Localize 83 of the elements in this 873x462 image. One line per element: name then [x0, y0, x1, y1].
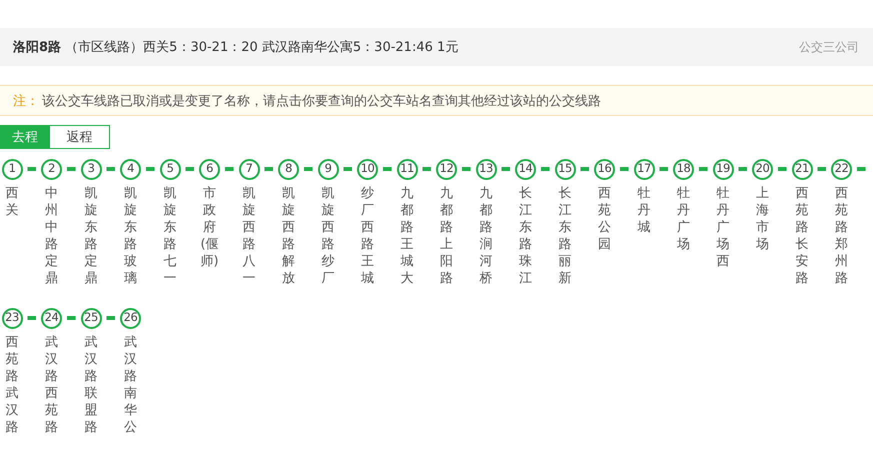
stop-number: 19	[712, 158, 734, 180]
route-dash	[146, 167, 154, 171]
stop-name: 市政府(偃师)	[200, 184, 220, 270]
stop-name: 凯旋东路七一	[162, 184, 178, 286]
stop-number: 1	[2, 158, 22, 180]
active-tab: 去程	[0, 125, 50, 149]
route-dash	[422, 167, 431, 171]
stop-number: 18	[673, 158, 694, 180]
tab: 返程	[50, 125, 110, 149]
stop-number: 3	[80, 158, 102, 180]
stop-number: 15	[554, 158, 576, 180]
route-dash	[186, 167, 194, 171]
stop-name: 牡丹广场西	[716, 184, 730, 270]
notice-label: 注：	[13, 92, 39, 110]
route-dash	[304, 167, 312, 171]
stop-number: 9	[318, 158, 338, 180]
stop-name: 长江东路丽新	[558, 184, 572, 286]
route-dash	[106, 316, 115, 320]
stop-number: 5	[160, 158, 180, 180]
stop-number: 22	[831, 158, 852, 180]
route-dash	[67, 316, 76, 320]
stop-name: 凯旋东路玻璃	[123, 184, 138, 286]
stop-name: 九都路涧河桥	[478, 184, 494, 286]
stop-number: 17	[634, 158, 654, 180]
stop-name: 西苑公园	[597, 184, 612, 252]
stop-number: 23	[2, 308, 22, 328]
stop-name: 九都路上阳路	[439, 184, 454, 286]
stop-name: 凯旋西路八一	[242, 184, 256, 286]
stop-number: 4	[120, 158, 141, 180]
route-dash	[67, 167, 76, 171]
route-dash	[106, 167, 115, 171]
route-dash	[344, 167, 352, 171]
route-dash	[660, 167, 668, 171]
route-dash	[28, 167, 36, 171]
stop-number: 12	[436, 158, 457, 180]
route-dash	[818, 167, 826, 171]
route-dash	[28, 316, 36, 320]
stop-name: 西关	[4, 184, 20, 218]
route-dash	[778, 167, 786, 171]
stop-number: 6	[199, 158, 220, 180]
stop-name: 中州中路定鼎	[44, 184, 59, 286]
stop-number: 25	[80, 308, 102, 328]
stop-number: 24	[41, 308, 62, 328]
stop-name: 九都路王城大	[400, 184, 414, 286]
route-dash	[580, 167, 589, 171]
stop-number: 13	[476, 158, 496, 180]
route-dash	[699, 167, 708, 171]
stop-name: 西苑路武汉路	[4, 334, 20, 436]
stop-number: 20	[752, 158, 773, 180]
stop-name: 凯旋西路解放	[281, 184, 296, 286]
route-dash	[620, 167, 628, 171]
stop-name: 武汉路南华公	[123, 334, 138, 436]
stop-name: 长江东路珠江	[518, 184, 533, 286]
stop-number: 8	[278, 158, 299, 180]
stop-name: 武汉路联盟路	[84, 334, 98, 436]
route-dash	[383, 167, 392, 171]
stop-name: 牡丹广场	[676, 184, 691, 252]
stop-name: 纱厂西路王城	[360, 184, 375, 286]
route-title: 洛阳8路 （市区线路）西关5：30-21：20 武汉路南华公寓5：30-21:46 1元	[13, 39, 458, 56]
stop-name: 凯旋西路纱厂	[320, 184, 336, 286]
stop-number: 16	[594, 158, 615, 180]
route-dash	[738, 167, 747, 171]
stop-name: 上海市场	[755, 184, 770, 252]
notice-text: 该公交车线路已取消或是变更了名称，请点击你要查询的公交车站名查询其他经过该站的公交线路	[42, 92, 601, 110]
route-dash	[264, 167, 273, 171]
stop-name: 牡丹城	[636, 184, 652, 236]
stop-name: 西苑路长安路	[794, 184, 810, 286]
stop-number: 11	[396, 158, 418, 180]
stop-number: 10	[357, 158, 378, 180]
route-dash	[502, 167, 510, 171]
operator-text: 公交三公司	[799, 38, 859, 56]
stop-number: 14	[515, 158, 536, 180]
stop-name: 西苑路郑州路	[834, 184, 849, 286]
stop-number: 7	[238, 158, 260, 180]
stop-number: 2	[41, 158, 62, 180]
route-dash	[541, 167, 550, 171]
stop-name: 凯旋东路定鼎	[84, 184, 98, 286]
stop-number: 21	[792, 158, 812, 180]
route-dash	[462, 167, 470, 171]
route-dash	[857, 167, 866, 171]
route-dash	[225, 167, 234, 171]
stop-name: 武汉路西苑路	[44, 334, 59, 436]
stop-number: 26	[120, 308, 141, 328]
